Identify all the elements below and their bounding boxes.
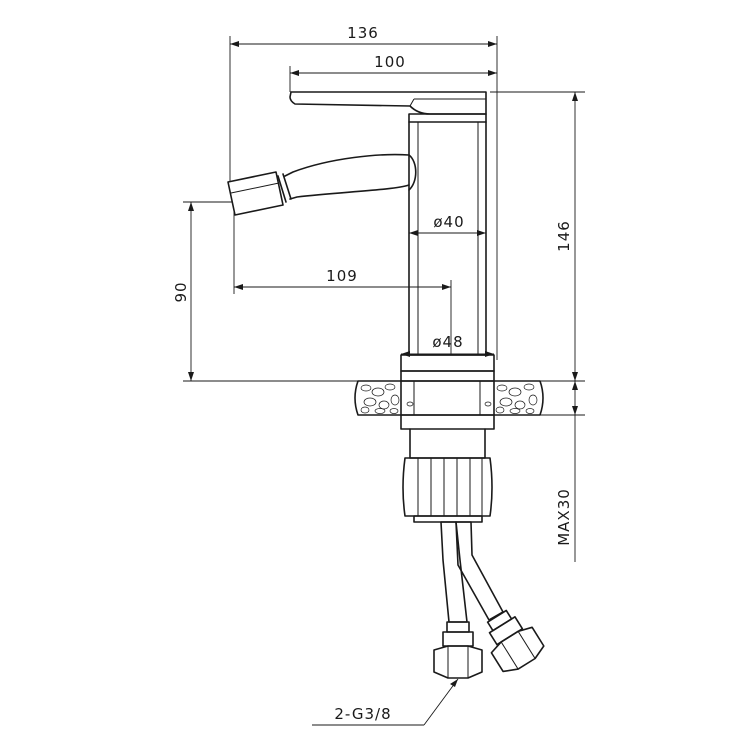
base-ring	[400, 354, 495, 372]
dim-base-diameter: ø48	[401, 333, 494, 357]
dim-spout-reach: 109	[233, 212, 452, 355]
dim-spray-height: 90	[172, 201, 358, 382]
dim-height: 146	[490, 91, 585, 382]
dim-max-deck: MAX30	[540, 381, 585, 562]
body-column	[408, 121, 487, 356]
hex-nut-right	[490, 626, 545, 673]
dim-label-146: 146	[555, 220, 573, 252]
dim-connector-thread: 2-G3/8	[312, 678, 459, 726]
dim-lever-reach: 100	[289, 53, 497, 92]
dim-label-109: 109	[326, 267, 358, 285]
stone-texture	[360, 383, 538, 414]
fixing-assembly	[400, 414, 495, 523]
countertop-section	[354, 380, 544, 416]
dim-label-100: 100	[374, 53, 406, 71]
cartridge-cap	[408, 113, 487, 123]
dim-label-d48: ø48	[432, 333, 463, 351]
lever-handle	[289, 91, 487, 115]
dim-overall-width: 136	[229, 24, 498, 360]
spray-head	[227, 171, 284, 216]
dim-label-136: 136	[347, 24, 379, 42]
dim-label-max30: MAX30	[555, 488, 573, 546]
dim-label-90: 90	[172, 281, 190, 302]
hex-nut-left	[433, 645, 483, 679]
dim-body-diameter: ø40	[409, 213, 486, 236]
dim-label-g38: 2-G3/8	[334, 705, 391, 723]
ribbed-nut	[402, 457, 493, 517]
bidet-spout	[227, 153, 417, 216]
dim-label-d40: ø40	[433, 213, 464, 231]
flexible-hoses	[433, 521, 545, 679]
